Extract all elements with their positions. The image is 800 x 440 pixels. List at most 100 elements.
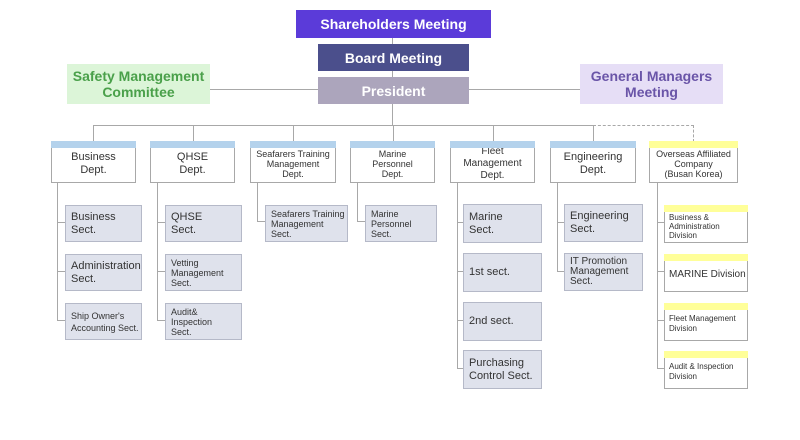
dept-label: QHSE Dept. [176, 151, 209, 176]
connector-line [457, 368, 463, 369]
safety-management-committee-box[interactable]: Safety Management Committee [67, 64, 210, 104]
sect-seafarers-training-management[interactable]: Seafarers Training Management Sect. [265, 205, 348, 242]
connector-line [557, 222, 564, 223]
sect-label: IT Promotion Management Sect. [570, 256, 629, 287]
connector-line [57, 271, 65, 272]
president-box[interactable]: President [318, 77, 469, 104]
sect-label: Seafarers Training Management Sect. [271, 208, 345, 239]
dept-marine-personnel[interactable]: Marine Personnel Dept. [350, 141, 435, 183]
sect-label: Marine Sect. [469, 210, 503, 236]
division-marine[interactable]: MARINE Division [664, 254, 748, 292]
connector-line [210, 89, 318, 90]
connector-line [193, 125, 194, 141]
sect-vetting-management[interactable]: Vetting Management Sect. [165, 254, 242, 291]
division-fleet-management[interactable]: Fleet Management Division [664, 303, 748, 341]
connector-line [293, 125, 294, 141]
connector-line [93, 125, 593, 126]
dept-seafarers-training[interactable]: Seafarers Training Management Dept. [250, 141, 336, 183]
dashed-connector-line [593, 125, 694, 126]
division-header-bar [664, 303, 748, 310]
connector-line [557, 271, 564, 272]
connector-line [392, 104, 393, 126]
dept-qhse[interactable]: QHSE Dept. [150, 141, 235, 183]
sect-label: Marine Personnel Sect. [371, 208, 412, 239]
connector-line [357, 183, 358, 221]
sect-2nd[interactable]: 2nd sect. [463, 302, 542, 341]
division-business-administration[interactable]: Business & Administration Division [664, 205, 748, 243]
sect-1st[interactable]: 1st sect. [463, 253, 542, 292]
division-label: MARINE Division [669, 269, 746, 280]
connector-line [657, 368, 664, 369]
dept-business[interactable]: Business Dept. [51, 141, 136, 183]
connector-line [392, 38, 393, 106]
connector-line [457, 271, 463, 272]
dept-overseas-affiliated[interactable]: Overseas Affiliated Company (Busan Korea… [649, 141, 738, 183]
sect-label: Audit& Inspection Sect. [171, 306, 213, 337]
division-audit-inspection[interactable]: Audit & Inspection Division [664, 351, 748, 389]
board-meeting-box[interactable]: Board Meeting [318, 44, 469, 71]
dept-engineering[interactable]: Engineering Dept. [550, 141, 636, 183]
sect-ship-owners-accounting[interactable]: Ship Owner's Accounting Sect. [65, 303, 142, 340]
connector-line [468, 89, 580, 90]
connector-line [457, 320, 463, 321]
connector-line [57, 222, 65, 223]
connector-line [57, 183, 58, 320]
connector-line [393, 125, 394, 141]
dept-header-bar [350, 141, 435, 148]
shareholders-meeting-box[interactable]: Shareholders Meeting [296, 10, 491, 38]
division-label: Business & Administration Division [669, 212, 720, 240]
sect-administration[interactable]: Administration Sect. [65, 254, 142, 291]
connector-line [493, 125, 494, 141]
dept-header-bar [550, 141, 636, 148]
connector-line [657, 222, 664, 223]
sect-marine-personnel[interactable]: Marine Personnel Sect. [365, 205, 437, 242]
dept-label: Marine Personnel Dept. [372, 149, 413, 179]
connector-line [257, 221, 265, 222]
sect-audit-inspection[interactable]: Audit& Inspection Sect. [165, 303, 242, 340]
sect-label: Engineering Sect. [570, 210, 629, 235]
division-header-bar [664, 254, 748, 261]
dept-label: Engineering Dept. [563, 151, 623, 176]
division-label: Audit & Inspection Division [669, 362, 734, 381]
connector-line [593, 125, 594, 141]
sect-label: Ship Owner's Accounting Sect. [71, 310, 139, 333]
sect-marine[interactable]: Marine Sect. [463, 204, 542, 243]
dept-label: Overseas Affiliated Company (Busan Korea… [656, 149, 731, 179]
dept-label: Business Dept. [71, 151, 116, 176]
connector-line [557, 183, 558, 271]
connector-line [157, 183, 158, 320]
dept-header-bar [250, 141, 336, 148]
sect-label: Vetting Management Sect. [171, 257, 224, 288]
connector-line [157, 222, 165, 223]
division-header-bar [664, 351, 748, 358]
division-header-bar [664, 205, 748, 212]
connector-line [657, 183, 658, 368]
dept-label: Fleet Management Dept. [463, 146, 522, 181]
connector-line [657, 320, 664, 321]
sect-business[interactable]: Business Sect. [65, 205, 142, 242]
dept-header-bar [649, 141, 738, 148]
dept-label: Seafarers Training Management Dept. [256, 149, 330, 179]
connector-line [457, 222, 463, 223]
connector-line [157, 320, 165, 321]
dept-fleet-management[interactable]: Fleet Management Dept. [450, 141, 535, 183]
sect-it-promotion-management[interactable]: IT Promotion Management Sect. [564, 253, 643, 291]
sect-qhse[interactable]: QHSE Sect. [165, 205, 242, 242]
division-label: Fleet Management Division [669, 314, 736, 333]
connector-line [157, 271, 165, 272]
connector-line [357, 221, 365, 222]
sect-label: Purchasing Control Sect. [469, 356, 533, 382]
sect-engineering[interactable]: Engineering Sect. [564, 204, 643, 242]
sect-label: Business Sect. [71, 210, 116, 236]
sect-label: 1st sect. [469, 266, 510, 278]
sect-purchasing-control[interactable]: Purchasing Control Sect. [463, 350, 542, 389]
connector-line [57, 320, 65, 321]
connector-line [657, 271, 664, 272]
dashed-connector-line [693, 125, 694, 142]
general-managers-meeting-box[interactable]: General Managers Meeting [580, 64, 723, 104]
dept-header-bar [51, 141, 136, 148]
sect-label: QHSE Sect. [171, 210, 203, 236]
connector-line [93, 125, 94, 141]
sect-label: 2nd sect. [469, 315, 514, 327]
dept-header-bar [450, 141, 535, 148]
